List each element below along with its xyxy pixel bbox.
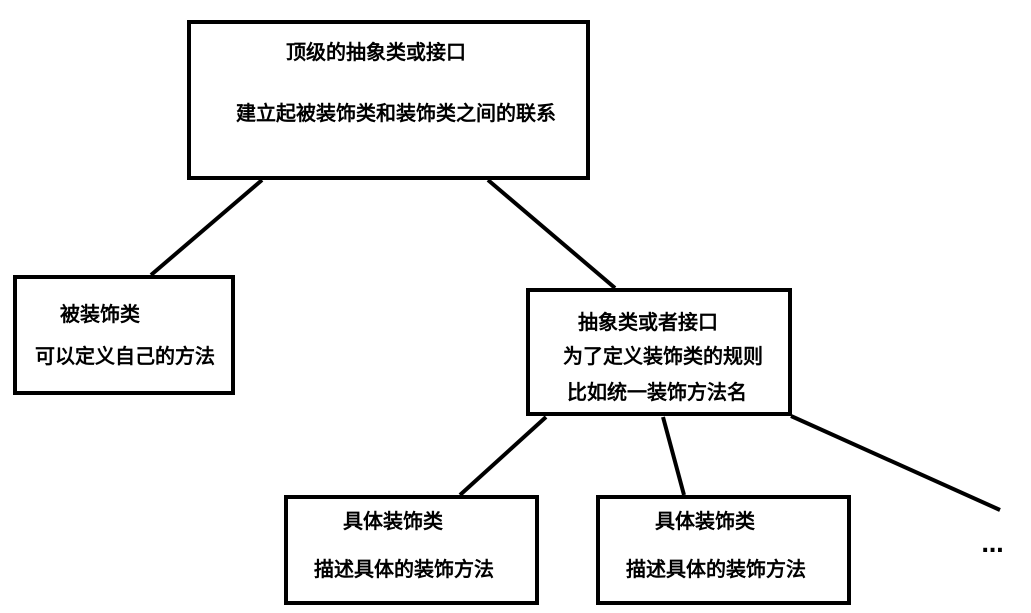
concrete-node-1-description: 描述具体的装饰方法	[314, 557, 494, 581]
abstract-node-line-2: 比如统一装饰方法名	[567, 380, 747, 404]
top-level-abstract-node	[187, 20, 590, 180]
decorated-node-title: 被装饰类	[60, 302, 140, 326]
concrete-node-1-title: 具体装饰类	[343, 509, 443, 533]
concrete-decorator-node-2	[596, 495, 851, 605]
abstract-node-title: 抽象类或者接口	[578, 310, 718, 334]
connector-top-to-decorated	[149, 178, 264, 277]
decorated-class-node	[13, 275, 235, 395]
connector-top-to-abstract	[486, 178, 617, 290]
connector-abstract-to-concrete-2	[661, 416, 686, 496]
concrete-node-2-title: 具体装饰类	[655, 509, 755, 533]
connector-abstract-to-more	[790, 414, 1001, 512]
more-nodes-ellipsis: ...	[981, 533, 1004, 558]
abstract-decorator-node	[526, 288, 792, 416]
top-node-title: 顶级的抽象类或接口	[286, 40, 466, 64]
abstract-node-line-1: 为了定义装饰类的规则	[563, 344, 763, 368]
concrete-decorator-node-1	[284, 495, 539, 605]
connector-abstract-to-concrete-1	[458, 415, 548, 497]
concrete-node-2-description: 描述具体的装饰方法	[626, 557, 806, 581]
decorated-node-description: 可以定义自己的方法	[35, 344, 215, 368]
top-node-description: 建立起被装饰类和装饰类之间的联系	[236, 101, 556, 125]
